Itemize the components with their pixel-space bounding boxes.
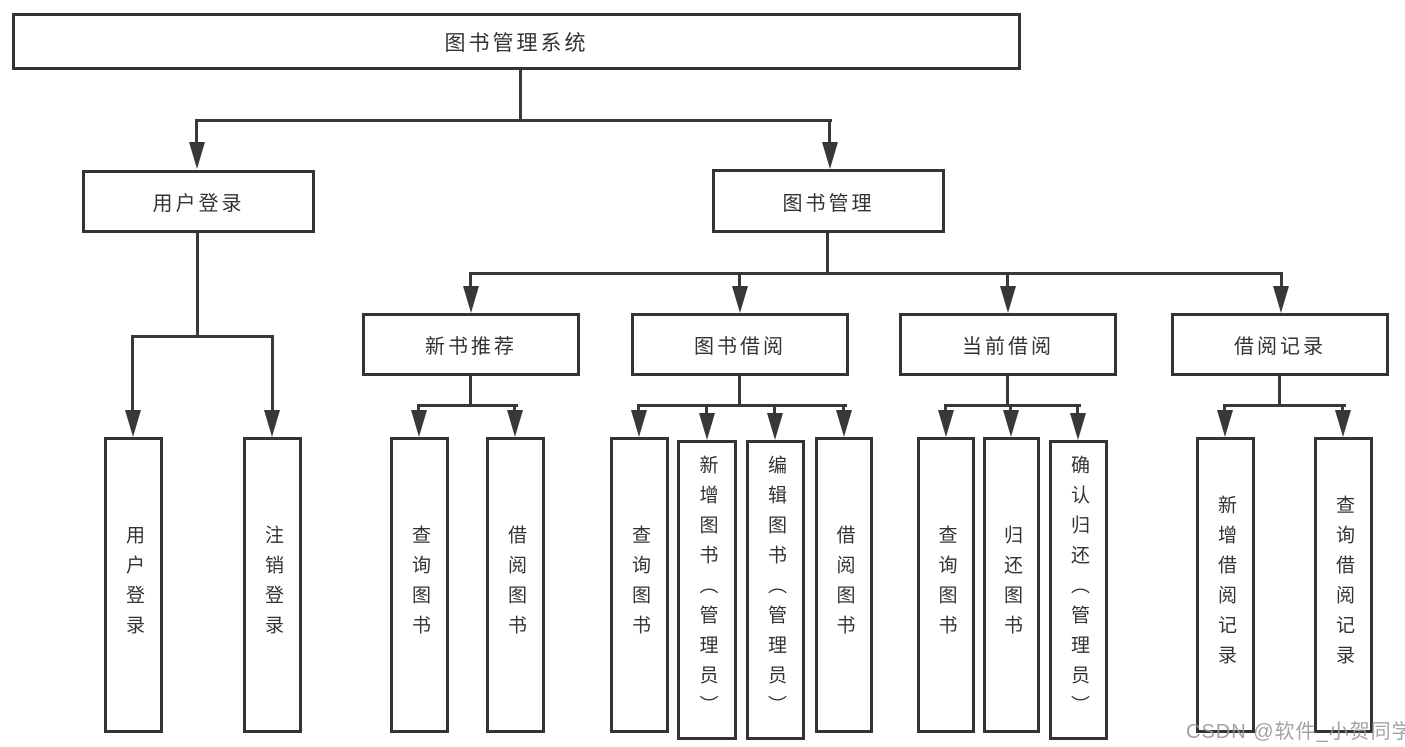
edge-current-drop-1 (944, 404, 947, 413)
leaf-add-borrow-record: 新增借阅记录 (1196, 437, 1255, 733)
edge-bookmgmt-drop-2 (738, 272, 741, 289)
node-borrow-records: 借阅记录 (1171, 313, 1389, 376)
edge-bookmgmt-drop-1 (469, 272, 472, 289)
edge-current-bar (944, 404, 1081, 407)
leaf-query-books-current: 查询图书 (917, 437, 975, 733)
edge-root-drop-left (195, 119, 198, 145)
edge-records-drop-1 (1223, 404, 1226, 413)
leaf-user-login-label: 用户登录 (123, 525, 144, 645)
csdn-watermark: CSDN @软件_小贺同学 (1186, 721, 1405, 743)
arrowhead-edit-book-admin (767, 413, 783, 440)
edge-borrow-drop-1 (637, 404, 640, 413)
edge-current-drop-2 (1009, 404, 1012, 413)
arrowhead-current-borrow (1000, 286, 1016, 313)
leaf-user-login: 用户登录 (104, 437, 163, 733)
edge-records-bar (1223, 404, 1346, 407)
node-book-borrow: 图书借阅 (631, 313, 849, 376)
leaf-query-books-recommend: 查询图书 (390, 437, 449, 733)
node-book-borrow-label: 图书借阅 (694, 336, 786, 358)
leaf-borrow-books-label: 借阅图书 (833, 525, 855, 645)
edge-root-drop-right (828, 119, 831, 145)
leaf-query-books-current-label: 查询图书 (935, 525, 957, 645)
edge-current-drop-3 (1076, 404, 1079, 416)
edge-current-stem (1006, 376, 1009, 407)
edge-recommend-bar (417, 404, 518, 407)
edge-borrow-stem (738, 376, 741, 407)
arrowhead-query-books-current (938, 410, 954, 437)
node-new-book-recommend: 新书推荐 (362, 313, 580, 376)
edge-bookmgmt-bar (469, 272, 1283, 275)
arrowhead-query-borrow-record (1335, 410, 1351, 437)
node-book-management: 图书管理 (712, 169, 945, 233)
leaf-borrow-books: 借阅图书 (815, 437, 873, 733)
node-user-login: 用户登录 (82, 170, 315, 233)
leaf-query-borrow-record: 查询借阅记录 (1314, 437, 1373, 733)
node-new-book-recommend-label: 新书推荐 (425, 336, 517, 358)
arrowhead-book-management (822, 142, 838, 169)
edge-borrow-drop-4 (842, 404, 845, 413)
arrowhead-add-borrow-record (1217, 410, 1233, 437)
leaf-query-books-borrow: 查询图书 (610, 437, 669, 733)
arrowhead-borrow-books-recommend (507, 410, 523, 437)
node-current-borrow: 当前借阅 (899, 313, 1117, 376)
leaf-add-book-admin-label: 新增图书（管理员） (696, 455, 718, 725)
edge-userlogin-drop-1 (131, 335, 134, 413)
edge-bookmgmt-stem (826, 233, 829, 275)
leaf-add-book-admin: 新增图书（管理员） (677, 440, 737, 740)
edge-borrow-drop-3 (773, 404, 776, 416)
leaf-logout: 注销登录 (243, 437, 302, 733)
edge-bookmgmt-drop-3 (1006, 272, 1009, 289)
edge-borrow-bar (637, 404, 847, 407)
arrowhead-leaf-user-login (125, 410, 141, 437)
leaf-return-book-label: 归还图书 (1001, 525, 1022, 645)
node-book-management-label: 图书管理 (782, 192, 875, 215)
arrowhead-leaf-logout (264, 410, 280, 437)
arrowhead-borrow-books (836, 410, 852, 437)
edge-root-bar (195, 119, 832, 122)
leaf-confirm-return-admin-label: 确认归还（管理员） (1068, 455, 1089, 725)
leaf-return-book: 归还图书 (983, 437, 1040, 733)
arrowhead-return-book (1003, 410, 1019, 437)
leaf-query-books-borrow-label: 查询图书 (629, 525, 650, 645)
leaf-edit-book-admin: 编辑图书（管理员） (746, 440, 805, 740)
leaf-borrow-books-recommend: 借阅图书 (486, 437, 545, 733)
edge-recommend-drop-1 (417, 404, 420, 413)
leaf-borrow-books-recommend-label: 借阅图书 (505, 525, 526, 645)
leaf-confirm-return-admin: 确认归还（管理员） (1049, 440, 1108, 740)
node-borrow-records-label: 借阅记录 (1234, 336, 1326, 358)
arrowhead-new-book-recommend (463, 286, 479, 313)
edge-records-drop-2 (1341, 404, 1344, 413)
leaf-query-books-recommend-label: 查询图书 (409, 525, 430, 645)
leaf-logout-label: 注销登录 (262, 525, 283, 645)
node-root: 图书管理系统 (12, 13, 1021, 70)
leaf-query-borrow-record-label: 查询借阅记录 (1333, 495, 1354, 675)
edge-userlogin-stem (196, 233, 199, 338)
edge-recommend-stem (469, 376, 472, 407)
arrowhead-add-book-admin (699, 413, 715, 440)
leaf-add-borrow-record-label: 新增借阅记录 (1215, 495, 1236, 675)
arrowhead-confirm-return-admin (1070, 413, 1086, 440)
arrowhead-query-books-recommend (411, 410, 427, 437)
node-current-borrow-label: 当前借阅 (962, 336, 1054, 358)
node-user-login-label: 用户登录 (152, 193, 245, 215)
arrowhead-borrow-records (1273, 286, 1289, 313)
arrowhead-user-login (189, 142, 205, 169)
edge-bookmgmt-drop-4 (1280, 272, 1283, 289)
edge-borrow-drop-2 (705, 404, 708, 416)
edge-userlogin-drop-2 (271, 335, 274, 413)
edge-root-stem (519, 70, 522, 121)
node-root-label: 图书管理系统 (444, 31, 589, 55)
edge-recommend-drop-2 (513, 404, 516, 413)
arrowhead-book-borrow (732, 286, 748, 313)
edge-userlogin-bar (131, 335, 274, 338)
arrowhead-query-books-borrow (631, 410, 647, 437)
leaf-edit-book-admin-label: 编辑图书（管理员） (765, 455, 786, 725)
edge-records-stem (1278, 376, 1281, 407)
